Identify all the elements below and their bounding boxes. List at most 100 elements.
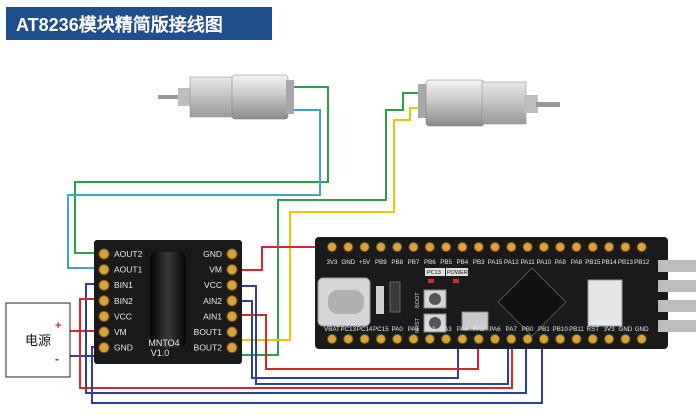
mcu-pin-hole xyxy=(490,242,500,252)
driver-pin-label: AOUT2 xyxy=(114,249,143,259)
mcu-pin-hole xyxy=(506,334,517,344)
driver-pin-hole xyxy=(226,295,238,307)
mcu-pin-hole xyxy=(408,242,419,252)
driver-pin-label: VCC xyxy=(204,280,222,290)
mcu-pin-hole xyxy=(408,334,419,344)
reset-button xyxy=(423,313,447,333)
driver-pin-label: BIN2 xyxy=(114,296,133,306)
driver-pin-label: BIN1 xyxy=(114,280,133,290)
capacitor xyxy=(150,252,186,348)
mcu-pin-label: PA6 xyxy=(489,326,501,333)
mcu-pin-label: PA9 xyxy=(555,259,567,266)
mcu-pin-label: PA3 xyxy=(440,326,452,333)
mcu-pin-label: PA15 xyxy=(488,259,503,266)
driver-pin-hole xyxy=(98,342,110,354)
power-supply: 电源 + - xyxy=(5,302,71,378)
mcu-pin-hole xyxy=(555,242,566,252)
driver-pin-hole xyxy=(226,248,238,260)
boot-button xyxy=(423,289,447,309)
mcu-pin-label: PC15 xyxy=(373,326,389,333)
motor-left xyxy=(158,74,294,120)
mcu-pin-hole xyxy=(424,334,435,344)
mcu-pin-label: PC14 xyxy=(357,326,373,333)
mcu-pin-hole xyxy=(375,242,386,252)
mcu-pin-label: PB10 xyxy=(553,326,569,333)
driver-version: V1.0 xyxy=(151,348,170,358)
mcu-pin-hole xyxy=(636,242,647,252)
driver-pin-hole xyxy=(226,310,238,322)
mcu-pin-label: PB15 xyxy=(585,259,601,266)
mcu-pin-label: PA7 xyxy=(506,326,518,333)
mcu-pin-hole xyxy=(441,334,452,344)
crystal xyxy=(461,311,489,331)
driver-pin-label: GND xyxy=(203,249,222,259)
mcu-pin-hole xyxy=(620,242,631,252)
mcu-pin-label: PC13 xyxy=(341,326,357,333)
mcu-pin-label: PA8 xyxy=(571,259,583,266)
driver-pin-label: VM xyxy=(114,327,127,337)
mcu-pin-label: PB9 xyxy=(375,259,387,266)
mcu-pin-hole xyxy=(343,334,354,344)
power-supply-label: 电源 xyxy=(25,333,51,348)
mcu-pin-hole xyxy=(327,334,337,344)
driver-pin-label: AIN1 xyxy=(203,311,222,321)
mcu-pin-hole xyxy=(392,334,403,344)
mcu-pin-label: RST xyxy=(587,326,600,333)
driver-pin-hole xyxy=(226,264,238,276)
mcu-pin-label: 3V3 xyxy=(604,326,616,333)
mcu-pin-label: PB7 xyxy=(408,259,420,266)
swd-connector xyxy=(587,279,623,327)
driver-pin-label: AOUT1 xyxy=(114,265,143,275)
mcu-pin-hole xyxy=(424,242,435,252)
driver-pin-label: AIN2 xyxy=(203,296,222,306)
mcu-pin-hole xyxy=(359,334,370,344)
mcu-pin-label: PB13 xyxy=(618,259,634,266)
mcu-pin-label: PB3 xyxy=(473,259,485,266)
mcu-pin-label: PB8 xyxy=(391,259,403,266)
mcu-pin-label: 3V3 xyxy=(326,259,338,266)
power-minus-sign: - xyxy=(55,352,59,366)
driver-pin-label: VM xyxy=(209,265,222,275)
mcu-pin-label: PB0 xyxy=(522,326,534,333)
mcu-label-pc13: PC13 xyxy=(427,270,441,276)
mcu-pin-label: VBAT xyxy=(324,326,340,333)
mcu-pin-hole xyxy=(392,242,403,252)
mcu-pin-hole xyxy=(506,242,517,252)
driver-pin-hole xyxy=(226,279,238,291)
driver-pin-label: GND xyxy=(114,343,133,353)
mcu-pin-label: PA11 xyxy=(520,259,535,266)
mcu-pin-hole xyxy=(457,242,468,252)
wire-motor-left-cyan xyxy=(67,109,321,269)
wire-blue-ain1 xyxy=(240,285,509,385)
mcu-pin-hole xyxy=(359,242,370,252)
mcu-pin-label: PA1 xyxy=(408,326,420,333)
mcu-pin-label: PB14 xyxy=(602,259,618,266)
mcu-pin-hole xyxy=(457,334,468,344)
mcu-pin-hole xyxy=(555,334,566,344)
mcu-pin-hole xyxy=(522,334,533,344)
mcu-pin-hole xyxy=(538,242,549,252)
mcu-pin-label: PB4 xyxy=(457,259,469,266)
mcu-pin-label: PA10 xyxy=(537,259,552,266)
mcu-pin-label: GND xyxy=(619,326,633,333)
mcu-pin-label: PB12 xyxy=(634,259,650,266)
mcu-pin-hole xyxy=(327,242,337,252)
wire-red-bin2 xyxy=(79,298,513,389)
mcu-pin-hole xyxy=(571,242,582,252)
mcu-pin-hole xyxy=(490,334,500,344)
mcu-pin-label: PA4 xyxy=(457,326,469,333)
mcu-pin-hole xyxy=(538,334,549,344)
driver-pin-hole xyxy=(226,342,238,354)
mcu-pin-hole xyxy=(604,242,615,252)
mcu-pin-hole xyxy=(587,334,598,344)
mcu-pin-hole xyxy=(604,334,615,344)
driver-model: MNTO4 xyxy=(148,338,179,348)
mcu-pin-label: PA5 xyxy=(473,326,485,333)
mcu-pin-hole xyxy=(343,242,354,252)
mcu-pin-hole xyxy=(620,334,631,344)
driver-pin-label: BOUT1 xyxy=(194,327,223,337)
